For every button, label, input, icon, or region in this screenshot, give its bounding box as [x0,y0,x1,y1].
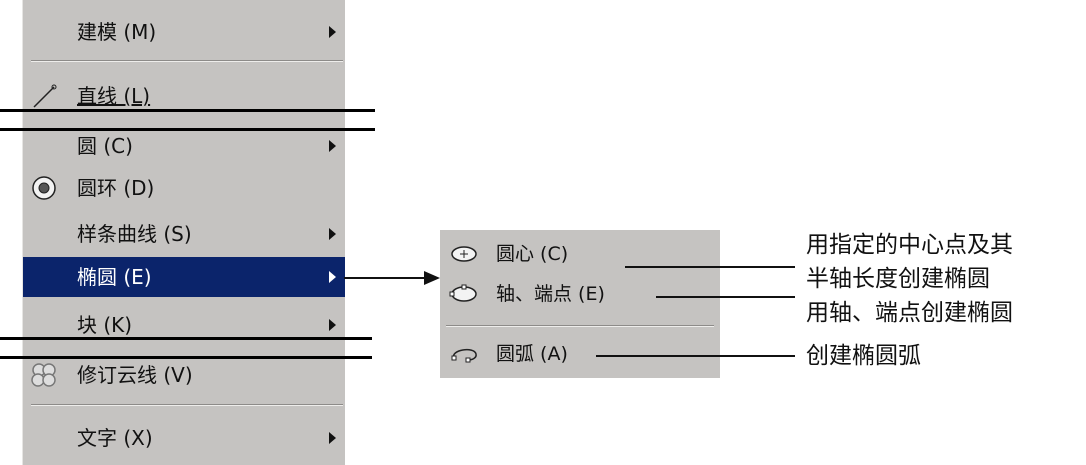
ellipse-axis-icon [449,284,477,302]
submenu-arrow-icon [329,26,336,38]
submenu-item-arc[interactable]: 圆弧 (A) [440,336,720,372]
menu-item-modeling[interactable]: 建模 (M) [23,12,345,52]
submenu-item-center[interactable]: 圆心 (C) [440,236,720,272]
menu-item-text[interactable]: 文字 (X) [23,418,345,458]
revision-cloud-icon [31,363,56,387]
submenu-separator [446,325,714,327]
menu-item-label: 椭圆 (E) [77,265,152,289]
menu-item-circle[interactable]: 圆 (C) [23,126,345,166]
draw-menu: 建模 (M) 直线 (L) 圆 (C) 圆环 (D) 样条曲线 (S) 椭圆 (… [22,0,345,465]
line-icon [33,84,57,108]
menu-item-block[interactable]: 块 (K) [23,305,345,345]
menu-item-spline[interactable]: 样条曲线 (S) [23,214,345,254]
menu-item-label: 圆环 (D) [77,176,155,200]
menu-item-label: 样条曲线 (S) [77,222,192,246]
submenu-item-label: 圆心 (C) [496,243,569,265]
menu-item-label: 修订云线 (V) [77,363,193,387]
submenu-arrow-icon [329,432,336,444]
menu-item-revision-cloud[interactable]: 修订云线 (V) [23,355,345,395]
ellipse-arc-icon [451,348,477,363]
cut-line [0,128,375,131]
submenu-item-label: 圆弧 (A) [496,343,568,365]
leader-line [656,296,795,298]
leader-line [625,266,795,268]
cut-line [0,356,372,359]
leader-line [596,355,795,357]
menu-item-label: 圆 (C) [77,134,133,158]
menu-item-donut[interactable]: 圆环 (D) [23,168,345,208]
submenu-item-axis-end[interactable]: 轴、端点 (E) [440,276,720,312]
annotation-center-line1: 用指定的中心点及其 [806,232,1013,258]
menu-item-line[interactable]: 直线 (L) [23,76,345,116]
annotation-center-line2: 半轴长度创建椭圆 [806,266,990,292]
menu-item-label: 建模 (M) [77,20,157,44]
submenu-arrow-icon [329,228,336,240]
ellipse-center-icon [451,246,477,262]
submenu-item-label: 轴、端点 (E) [496,283,605,305]
submenu-arrow-icon [329,140,336,152]
submenu-arrow-icon [329,271,336,283]
connector-arrow-icon [344,271,440,285]
menu-item-ellipse[interactable]: 椭圆 (E) [23,257,345,297]
annotation-arc: 创建椭圆弧 [806,343,921,369]
menu-item-label: 块 (K) [77,313,133,337]
cut-line [0,109,375,112]
donut-icon [32,176,56,200]
cut-line [0,337,372,340]
menu-separator [31,60,343,62]
annotation-axis: 用轴、端点创建椭圆 [806,300,1013,326]
menu-item-label: 文字 (X) [77,426,153,450]
menu-item-label: 直线 (L) [77,84,151,108]
ellipse-submenu: 圆心 (C) 轴、端点 (E) 圆弧 (A) [440,230,720,378]
submenu-arrow-icon [329,319,336,331]
menu-separator [31,404,343,406]
